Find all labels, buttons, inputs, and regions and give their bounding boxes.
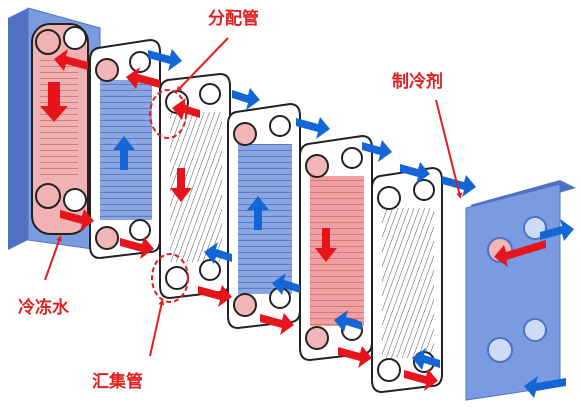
- distributor-label: 分配管: [208, 9, 259, 29]
- left-end-plate: [8, 7, 101, 251]
- collector-label: 汇集管: [92, 372, 143, 392]
- heat-plate-1: [89, 38, 161, 260]
- label-leaders: [44, 37, 463, 357]
- heat-plate-5: [371, 166, 443, 394]
- distributor-highlight: [149, 89, 187, 139]
- refrigerant-label: 制冷剂: [392, 72, 443, 92]
- chilled-water-label: 冷冻水: [18, 298, 69, 318]
- red-flow-arrows: [40, 49, 546, 391]
- right-end-plate: [465, 180, 576, 401]
- heat-plate-2: [159, 72, 231, 300]
- blue-flow-arrows: [113, 49, 574, 398]
- collector-highlight: [151, 253, 189, 303]
- heat-plate-3: [227, 102, 301, 330]
